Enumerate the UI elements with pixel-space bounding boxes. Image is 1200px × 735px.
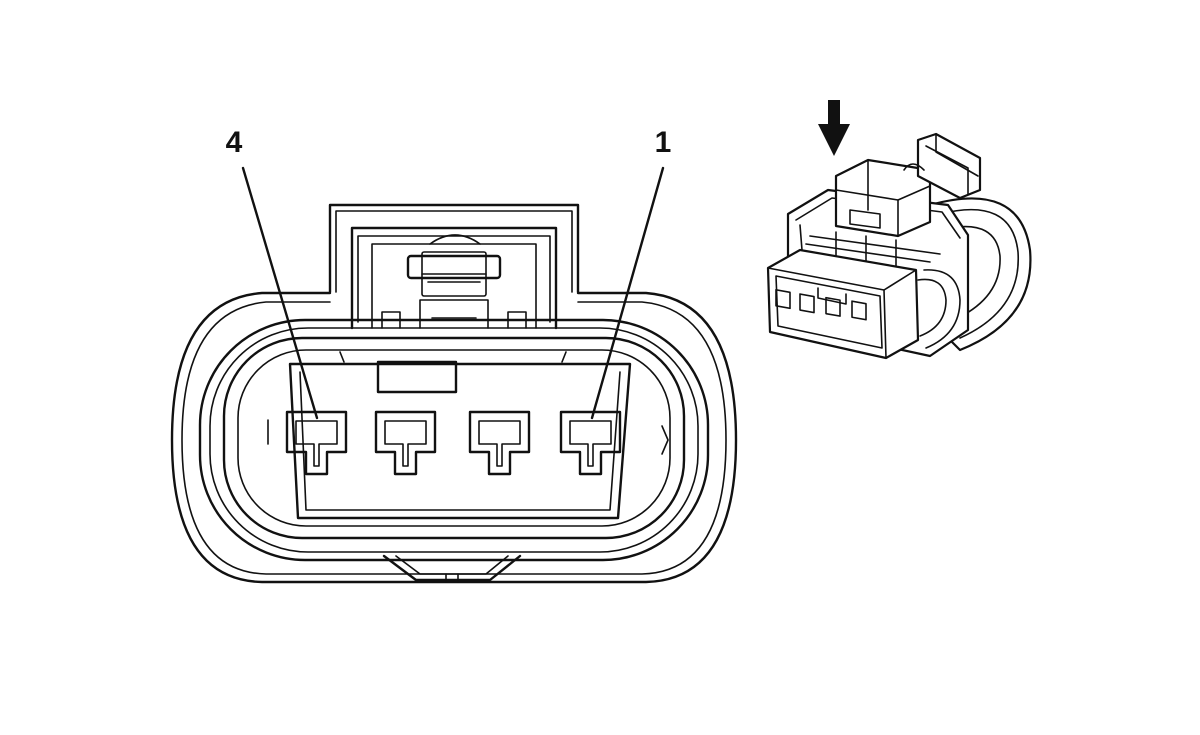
latch-tower [328,203,580,330]
leader-line-pin-1 [590,166,665,420]
iso-pin-slot-1 [851,300,867,321]
down-arrow-icon [818,100,850,156]
iso-pin-slot-2 [825,296,841,317]
pin-terminal-1 [559,410,622,476]
pin-terminal-4 [285,410,348,476]
connector-isometric-view [766,100,1032,360]
iso-pin-slot-4 [775,289,791,310]
iso-pin-slot-3 [799,293,815,314]
pin-label-1: 1 [655,126,672,159]
leader-line-pin-4 [241,166,319,420]
pin-terminal-3 [374,410,437,476]
bottom-notch [382,554,522,583]
pin-terminal-2 [468,410,531,476]
pin-cavity [222,336,686,540]
connector-front-view: 4 1 [170,126,738,584]
pin-label-4: 4 [226,126,243,159]
